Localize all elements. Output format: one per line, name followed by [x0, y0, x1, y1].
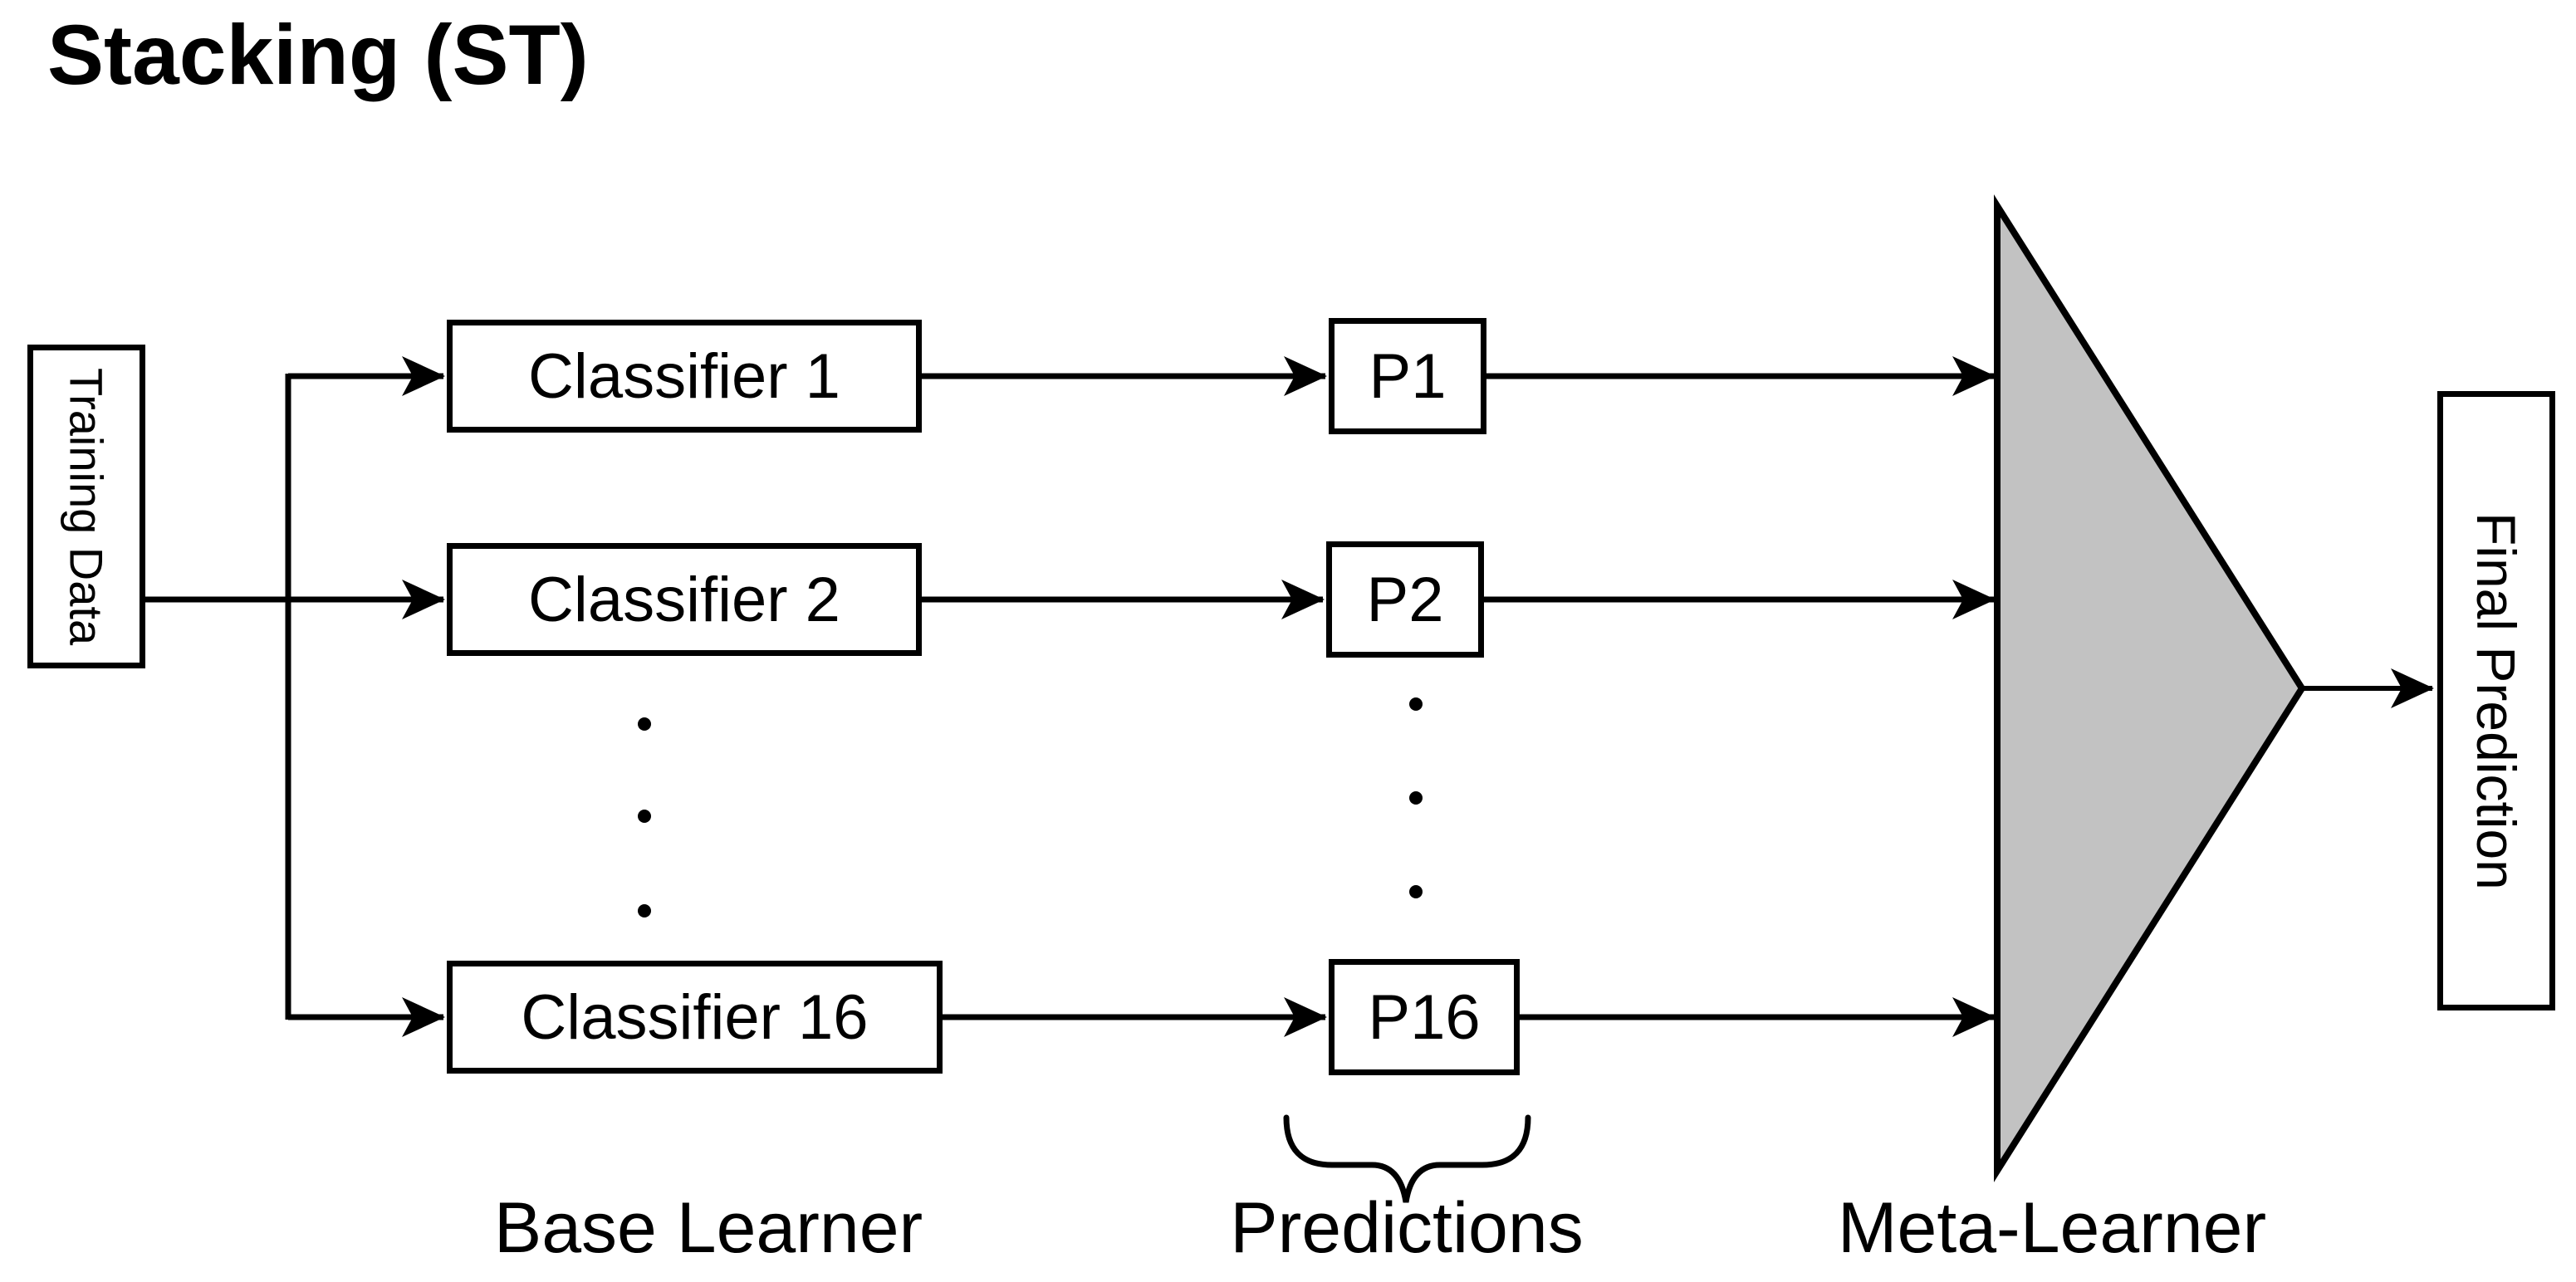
node-classifier-2-label: Classifier 2 — [528, 564, 840, 635]
node-prediction-p16: P16 — [1329, 959, 1520, 1075]
node-prediction-p16-label: P16 — [1368, 981, 1481, 1053]
node-training-data-label: Training Data — [60, 367, 113, 646]
node-classifier-2: Classifier 2 — [447, 543, 922, 656]
node-training-data: Training Data — [27, 345, 145, 668]
classifier-ellipsis-dots-icon — [638, 717, 651, 917]
node-final-prediction: Final Prediction — [2437, 391, 2555, 1010]
group-label-predictions: Predictions — [1230, 1188, 1584, 1268]
node-final-prediction-label: Final Prediction — [2466, 511, 2527, 890]
group-label-base-learner: Base Learner — [493, 1188, 923, 1268]
predictions-brace-icon — [1283, 1114, 1531, 1203]
node-prediction-p1: P1 — [1329, 318, 1486, 434]
page-title: Stacking (ST) — [47, 7, 589, 102]
node-classifier-16: Classifier 16 — [447, 961, 943, 1074]
node-classifier-1: Classifier 1 — [447, 320, 922, 433]
node-classifier-16-label: Classifier 16 — [521, 981, 869, 1053]
node-prediction-p2-label: P2 — [1366, 564, 1444, 635]
meta-learner-triangle — [1994, 194, 2306, 1182]
prediction-ellipsis-dots-icon — [1409, 697, 1423, 898]
node-prediction-p1-label: P1 — [1369, 340, 1447, 412]
node-classifier-1-label: Classifier 1 — [528, 340, 840, 412]
node-prediction-p2: P2 — [1326, 541, 1484, 658]
group-label-meta-learner: Meta-Learner — [1837, 1188, 2267, 1268]
